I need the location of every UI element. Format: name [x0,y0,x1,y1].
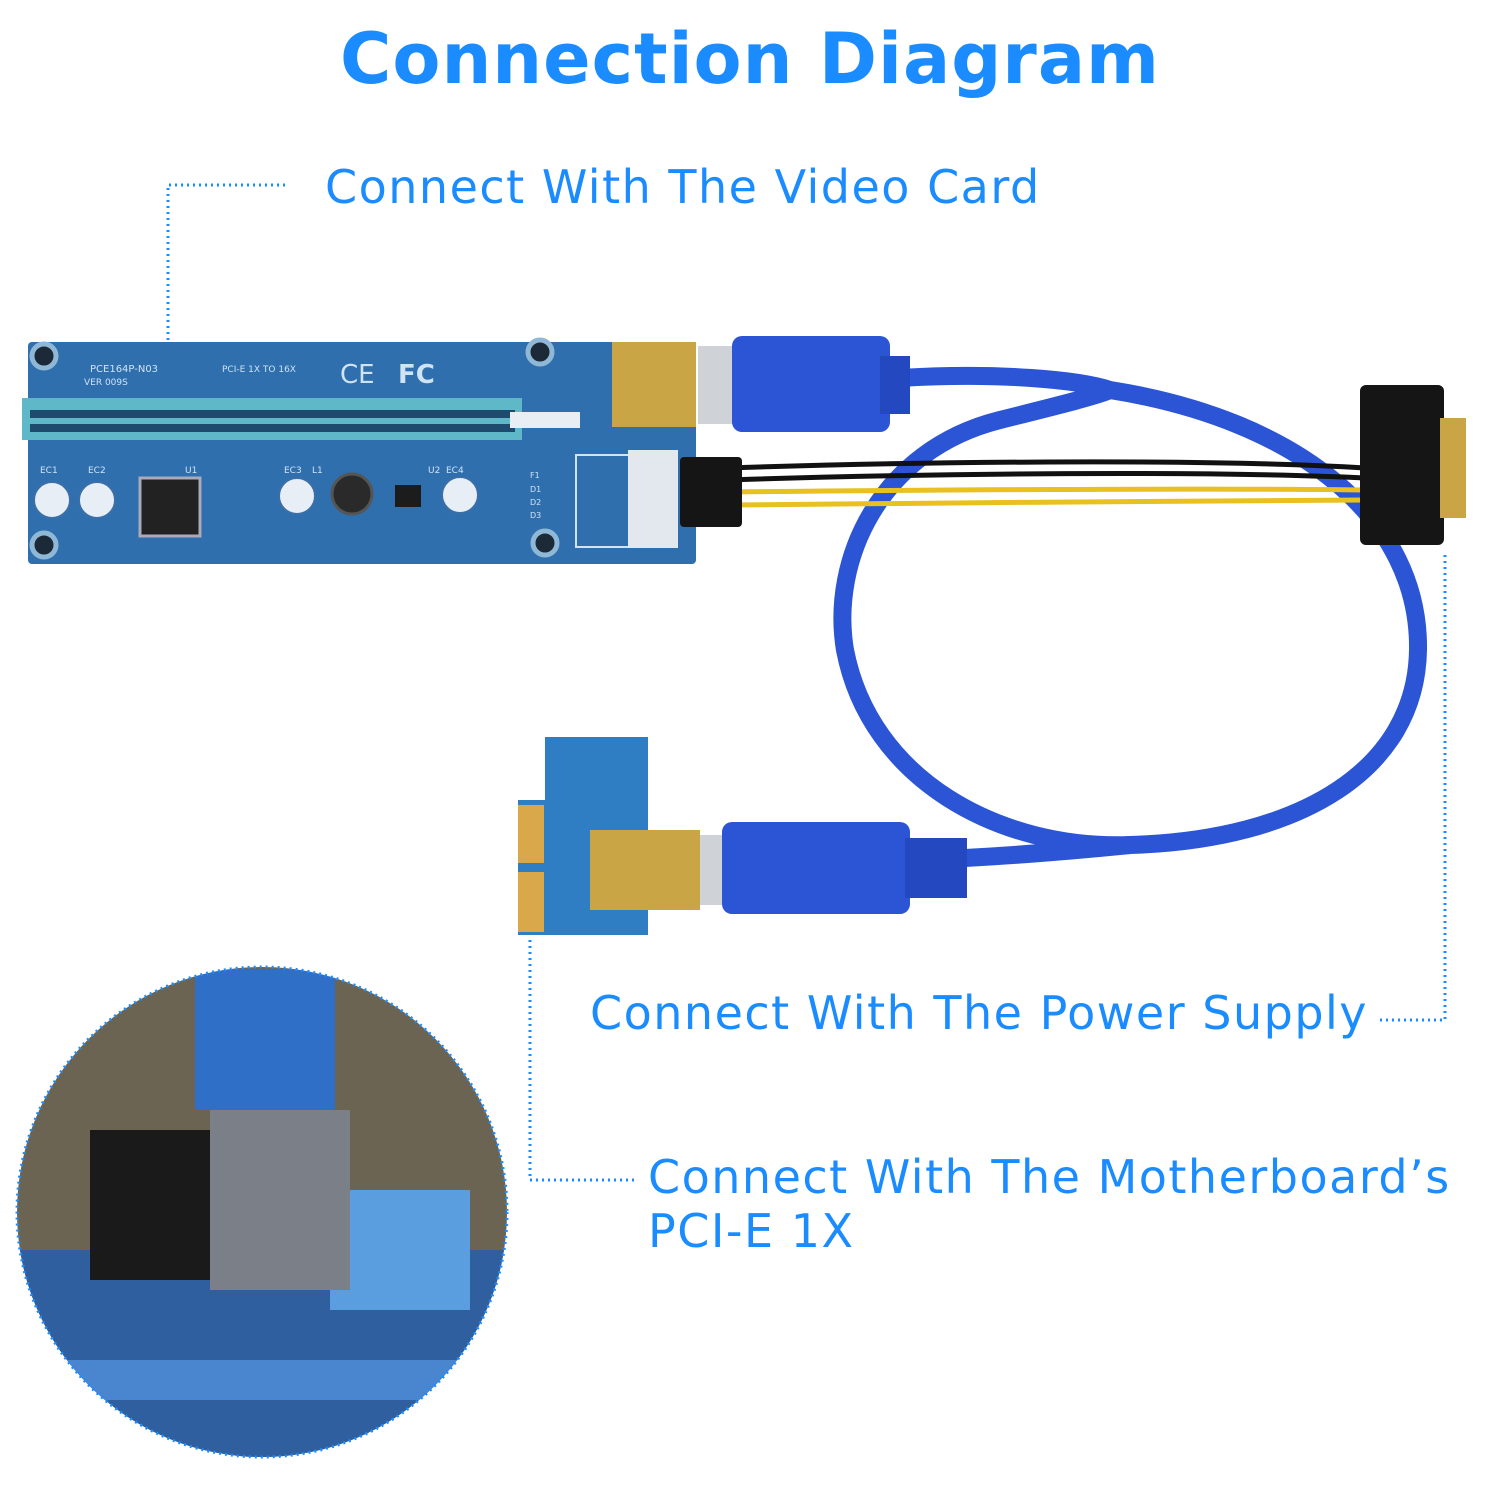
label-ec3: EC3 [284,466,302,476]
pcie-16x-slot [22,398,522,440]
label-ec1: EC1 [40,466,58,476]
label-l1: L1 [312,466,323,476]
capacitors [33,476,479,519]
label-motherboard-line1: Connect With The Motherboard’s [648,1150,1451,1204]
label-u2: U2 [428,466,440,476]
regulator-chip [138,476,202,538]
inset-border [15,965,509,1459]
label-video-card: Connect With The Video Card [325,160,1041,214]
leader-motherboard [528,940,636,1182]
board-model: PCE164P-N03 [90,364,158,375]
page-title: Connection Diagram [340,18,1160,100]
label-ec2: EC2 [88,466,106,476]
usb-port-bottom [590,830,700,910]
usb-cable [833,366,1428,867]
board-version: VER 009S [84,378,128,388]
label-u1: U1 [185,466,197,476]
leader-lines [166,183,1447,1182]
label-power-supply: Connect With The Power Supply [590,986,1369,1040]
label-motherboard-line2: PCI-E 1X [648,1204,855,1258]
label-f1: F1 [530,471,540,480]
pcie-1x-adapter [518,737,967,935]
inset-photo-motherboard [17,967,507,1457]
sata-power-connector [1360,385,1466,545]
label-d3: D3 [530,511,541,520]
fc-mark: FC [398,360,435,390]
usb-plug-top [698,336,910,432]
usb-port-top [612,342,696,427]
board-spec: PCI-E 1X TO 16X [222,365,296,375]
inductor [330,472,374,516]
molex-connector [628,450,678,548]
riser-board: PCE164P-N03 VER 009S PCI-E 1X TO 16X CE … [22,337,696,564]
label-ec4: EC4 [446,466,464,476]
usb-plug-bottom [722,822,910,914]
label-d2: D2 [530,498,541,507]
ce-mark: CE [340,360,375,390]
pcie-power-plug [680,457,742,527]
label-d1: D1 [530,485,541,494]
power-wires [729,459,1366,508]
